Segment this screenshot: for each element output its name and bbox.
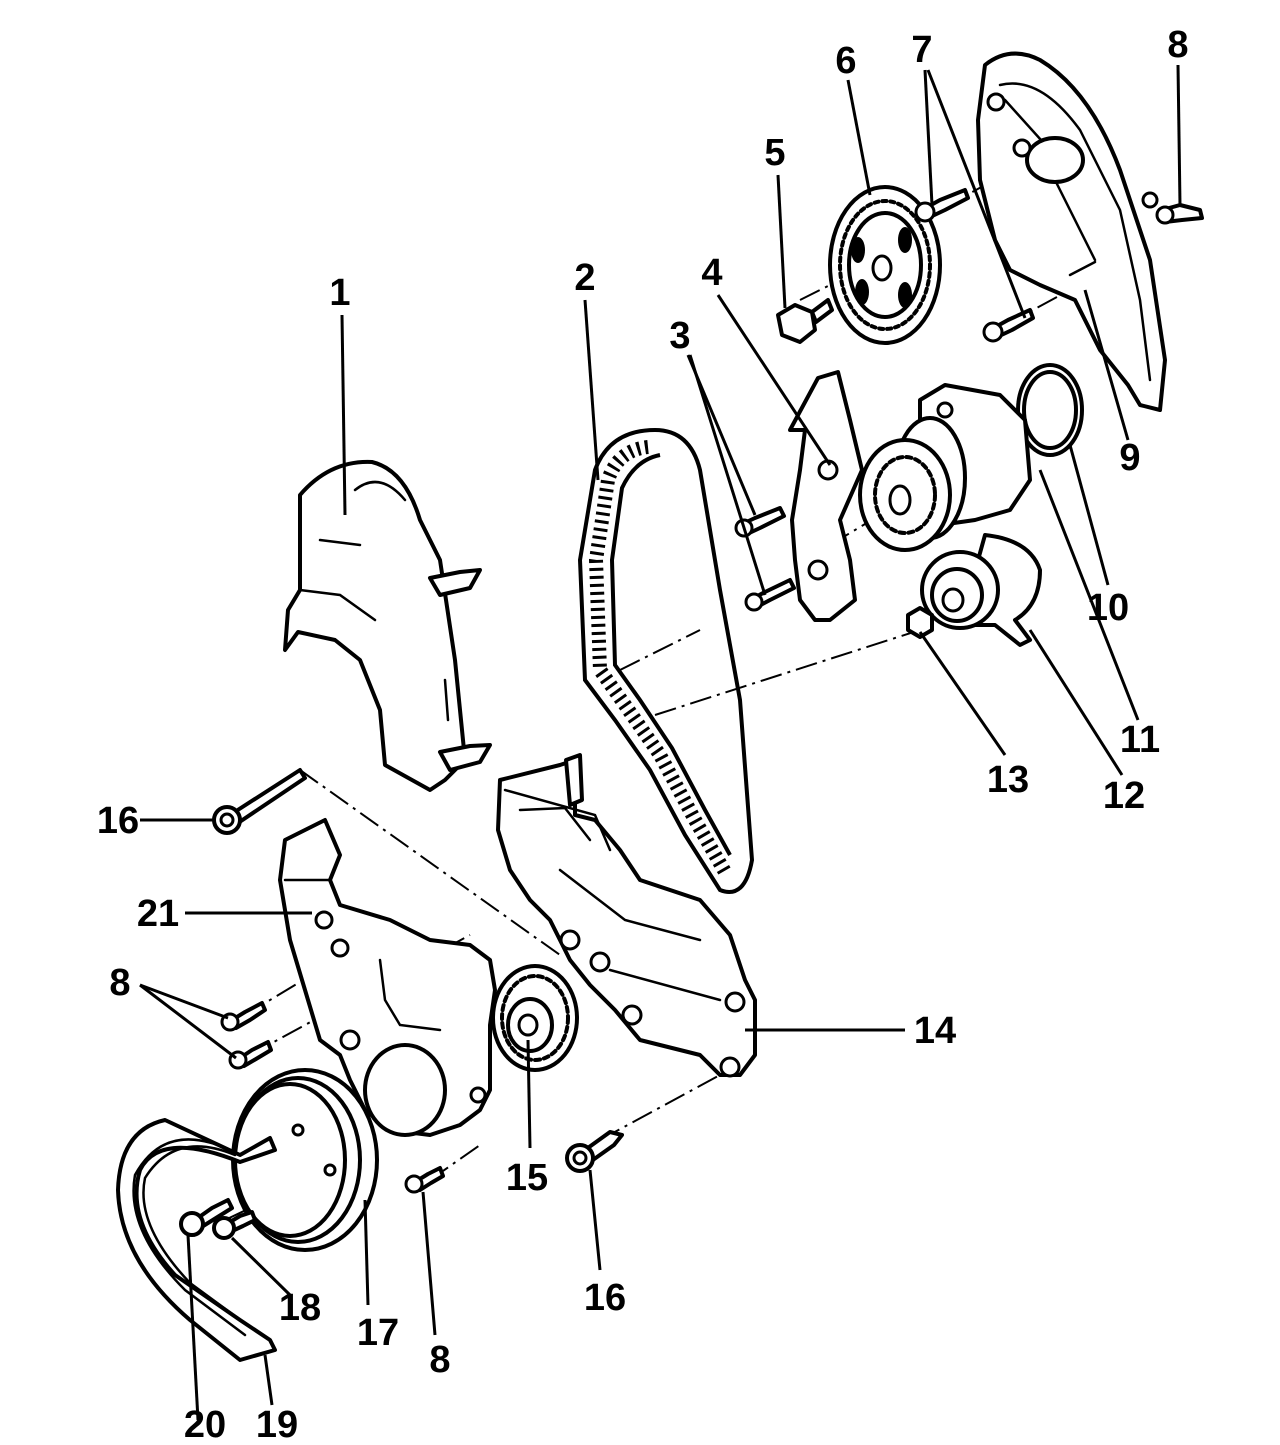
lower-timing-cover: [278, 818, 497, 1137]
callout-8-bottom: 8: [429, 1339, 450, 1381]
callout-labels: 1 2 3 4 5 6 7 8 9 10 11 12 13 14 15 16 1…: [97, 24, 1189, 1445]
o-ring-10: [1016, 363, 1084, 457]
v-belt-19: [116, 1118, 277, 1362]
upper-timing-cover: [283, 459, 492, 792]
callout-17: 17: [357, 1312, 399, 1354]
callout-2: 2: [574, 257, 595, 299]
callout-8-left: 8: [109, 962, 130, 1004]
leader-lines: [139, 64, 1182, 1421]
callout-18: 18: [279, 1287, 321, 1329]
callout-16-left: 16: [97, 800, 139, 842]
bolts-7: [914, 188, 1035, 343]
rear-timing-cover-upper: [788, 370, 864, 622]
crankshaft-sprocket: [491, 964, 579, 1072]
callout-1: 1: [329, 272, 350, 314]
bolt-16-left: [212, 768, 307, 835]
bolt-8-bottom: [404, 1166, 445, 1194]
nut-13: [906, 606, 934, 639]
callout-10: 10: [1087, 587, 1129, 629]
water-pump: [858, 383, 1032, 552]
camshaft-sprocket: [828, 185, 942, 345]
callout-14: 14: [914, 1010, 956, 1052]
callout-4: 4: [701, 252, 722, 294]
tensioner-12: [920, 533, 1042, 647]
callout-11: 11: [1120, 719, 1160, 761]
bolts-3: [734, 506, 796, 612]
callout-3: 3: [669, 315, 690, 357]
callout-12: 12: [1103, 775, 1145, 817]
callout-6: 6: [835, 40, 856, 82]
rear-cover-part-9: [976, 51, 1167, 412]
bolt-18: [212, 1210, 257, 1240]
callout-15: 15: [506, 1157, 548, 1199]
callout-20: 20: [184, 1404, 226, 1445]
bolt-16-bottom: [565, 1130, 624, 1173]
bracket-14: [496, 753, 757, 1078]
bolt-8-top: [1155, 203, 1204, 225]
callout-7: 7: [911, 29, 932, 71]
callout-21: 21: [137, 893, 179, 935]
callout-19: 19: [256, 1404, 298, 1445]
callout-13: 13: [987, 759, 1029, 801]
bolt-20: [179, 1198, 234, 1237]
crankshaft-pulley: [231, 1068, 379, 1252]
bolts-8-left: [220, 1001, 273, 1070]
callout-5: 5: [764, 132, 785, 174]
bolt-5: [776, 298, 834, 344]
timing-belt: [577, 427, 755, 894]
callout-9: 9: [1119, 437, 1140, 479]
callout-8-top: 8: [1167, 24, 1188, 66]
callout-16-bottom: 16: [584, 1277, 626, 1319]
